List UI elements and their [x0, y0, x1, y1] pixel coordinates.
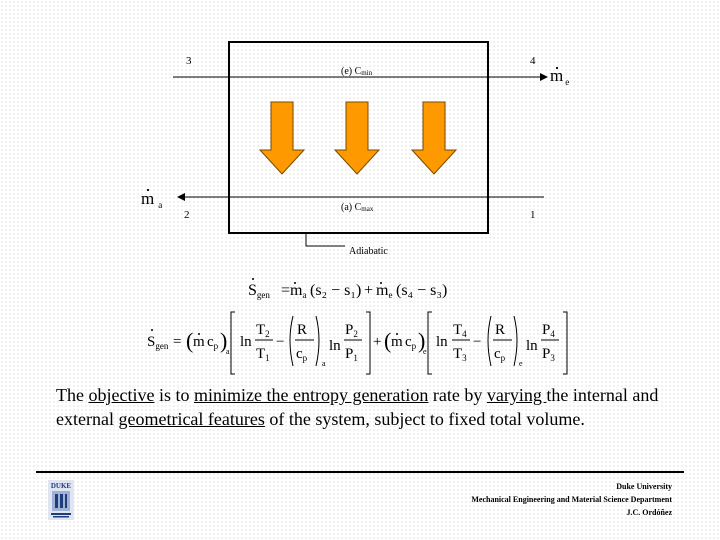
- heat-flow-arrow-3: [410, 101, 458, 175]
- equation-2: Sgen = ( m cp ) a ln T2 T1 − R cp a ln P…: [147, 311, 568, 375]
- svg-text:e: e: [519, 359, 523, 368]
- node-4-label: 4: [530, 55, 536, 67]
- svg-text:m: m: [391, 334, 403, 350]
- svg-text:a: a: [322, 359, 326, 368]
- objective-paragraph: The objective is to minimize the entropy…: [56, 385, 659, 429]
- svg-text:+: +: [364, 282, 373, 299]
- svg-text:+: +: [373, 334, 381, 350]
- svg-text:−: −: [276, 334, 284, 350]
- bottom-stream-label: (a) Cmax: [341, 202, 374, 213]
- svg-text:R: R: [495, 322, 505, 338]
- svg-text:(s₄ − s₃): (s₄ − s₃): [396, 282, 447, 299]
- equation-1: Sgen = ma (s₂ − s₁) + me (s₄ − s₃): [248, 278, 447, 300]
- svg-text:ln: ln: [526, 338, 538, 354]
- svg-text:m: m: [193, 334, 205, 350]
- adiabatic-leader: [305, 233, 345, 247]
- svg-text:): ): [220, 328, 227, 353]
- footer-rule: [36, 471, 684, 473]
- svg-text:cp: cp: [296, 346, 308, 363]
- heat-flow-arrow-1: [258, 101, 306, 175]
- svg-text:ma: ma: [290, 282, 306, 300]
- svg-text:P4: P4: [542, 322, 555, 339]
- svg-text:(s₂ − s₁): (s₂ − s₁): [310, 282, 361, 299]
- mdot-e-dot: [555, 66, 559, 70]
- svg-text:): ): [418, 328, 425, 353]
- exchanger-box: [228, 41, 489, 234]
- footer-university: Duke University: [616, 482, 672, 491]
- svg-text:Sgen: Sgen: [147, 334, 169, 351]
- svg-text:ln: ln: [240, 334, 252, 350]
- svg-text:T4: T4: [453, 322, 467, 339]
- svg-text:P3: P3: [542, 346, 555, 363]
- footer-author: J.C. Ordóñez: [626, 508, 672, 517]
- svg-text:cp: cp: [494, 346, 506, 363]
- svg-text:cp: cp: [207, 334, 219, 351]
- geometrical-phrase: geometrical features: [118, 409, 265, 429]
- footer-credits: Duke University Mechanical Engineering a…: [471, 480, 672, 519]
- mdot-a-dot: [146, 188, 150, 192]
- svg-text:e: e: [423, 347, 427, 356]
- objective-word: objective: [88, 385, 155, 405]
- svg-text:(: (: [186, 328, 193, 353]
- varying-word: varying: [486, 385, 547, 405]
- svg-text:Sgen: Sgen: [248, 282, 270, 300]
- svg-text:P1: P1: [345, 346, 358, 363]
- svg-text:T1: T1: [256, 346, 270, 363]
- top-stream-label: (e) Cmin: [341, 66, 373, 77]
- svg-text:=: =: [281, 282, 290, 299]
- bottom-stream-arrowhead: [177, 193, 185, 201]
- svg-text:−: −: [473, 334, 481, 350]
- heat-flow-arrow-2: [333, 101, 381, 175]
- minimize-phrase: minimize the entropy generation: [193, 385, 429, 405]
- svg-text:=: =: [173, 334, 181, 350]
- logo-wordmark: DUKE: [51, 482, 72, 490]
- svg-text:(: (: [384, 328, 391, 353]
- svg-text:ln: ln: [436, 334, 448, 350]
- svg-text:cp: cp: [405, 334, 417, 351]
- equations: Sgen = ma (s₂ − s₁) + me (s₄ − s₃) Sgen …: [147, 278, 568, 375]
- top-stream-arrowhead: [540, 73, 548, 81]
- svg-text:P2: P2: [345, 322, 358, 339]
- svg-text:R: R: [297, 322, 307, 338]
- svg-text:ln: ln: [329, 338, 341, 354]
- node-2-label: 2: [184, 209, 190, 221]
- node-3-label: 3: [186, 55, 192, 67]
- svg-text:T3: T3: [453, 346, 467, 363]
- duke-logo: DUKE: [48, 480, 74, 520]
- svg-text:a: a: [226, 347, 230, 356]
- svg-text:T2: T2: [256, 322, 270, 339]
- adiabatic-label: Adiabatic: [349, 246, 388, 257]
- svg-text:me: me: [376, 282, 392, 300]
- node-1-label: 1: [530, 209, 536, 221]
- footer-department: Mechanical Engineering and Material Scie…: [471, 495, 672, 504]
